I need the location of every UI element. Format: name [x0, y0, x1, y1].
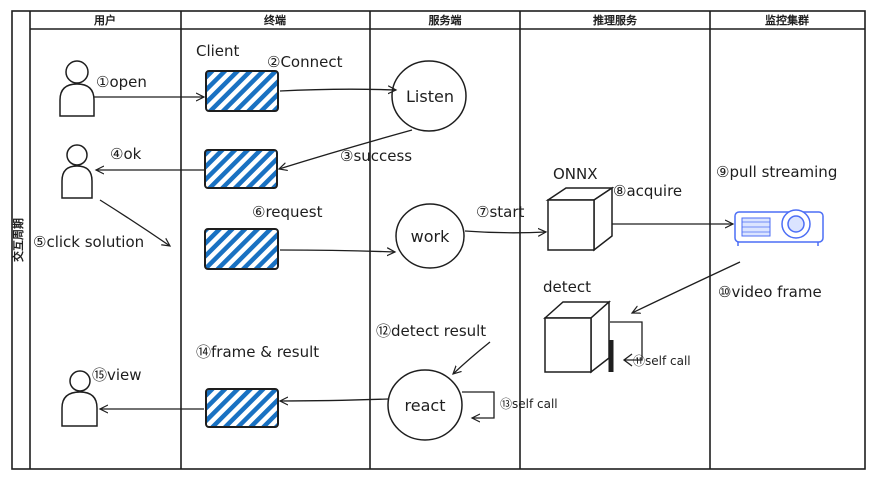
arrow-connect — [279, 89, 396, 91]
lane-header-monitor: 监控集群 — [765, 13, 809, 27]
client-box-2 — [204, 149, 278, 189]
arrow-react-self-call — [462, 391, 495, 418]
step-4-label: ④ok — [110, 145, 142, 163]
step-14-label: ⑭frame & result — [196, 343, 319, 361]
arrow-request — [279, 250, 395, 252]
step-1-label: ①open — [96, 73, 147, 91]
detect-self-call-loop — [610, 321, 643, 367]
arrow-detect-result — [453, 341, 491, 374]
listen-node-label: Listen — [406, 87, 454, 106]
user-icon-2 — [61, 144, 93, 199]
lane-header-user: 用户 — [94, 13, 116, 27]
step-10-label: ⑩video frame — [718, 283, 822, 301]
client-label: Client — [196, 42, 240, 60]
projector-icon — [734, 209, 824, 246]
pool-frame — [11, 10, 866, 470]
arrow-frame-result — [280, 399, 389, 401]
client-box-4 — [205, 388, 279, 428]
step-12-label: ⑫detect result — [376, 322, 486, 340]
arrow-success — [279, 129, 413, 169]
detect-cube — [543, 300, 611, 374]
step-9-label: ⑨pull streaming — [716, 163, 837, 181]
user-icon-1 — [59, 60, 95, 117]
step-13-label: ⑬self call — [500, 397, 558, 411]
lane-header-server: 服务端 — [429, 13, 462, 27]
client-box-1 — [205, 70, 279, 112]
step-5-label: ⑤click solution — [33, 233, 144, 251]
onnx-label: ONNX — [553, 165, 598, 183]
lane-header-terminal: 终端 — [264, 13, 286, 27]
lane-header-inference: 推理服务 — [593, 13, 638, 27]
listen-node — [391, 60, 467, 132]
detect-label: detect — [543, 278, 591, 296]
step-7-label: ⑦start — [476, 203, 525, 221]
react-node-label: react — [405, 396, 446, 415]
step-2-label: ②Connect — [267, 53, 343, 71]
arrow-start — [464, 231, 546, 233]
user-icon-3 — [61, 370, 98, 427]
step-11-label: ⑪self call — [633, 354, 691, 368]
step-8-label: ⑧acquire — [613, 182, 682, 200]
arrow-video-frame — [632, 261, 741, 313]
pool-side-label: 交互周期 — [11, 218, 25, 262]
step-6-label: ⑥request — [252, 203, 323, 221]
react-node — [387, 369, 463, 441]
client-box-3 — [204, 228, 279, 270]
onnx-cube — [545, 186, 615, 252]
step-3-label: ③success — [340, 147, 412, 165]
step-15-label: ⑮view — [92, 366, 142, 384]
work-node-label: work — [411, 227, 450, 246]
work-node — [395, 203, 465, 269]
arrow-click-solution — [99, 199, 170, 246]
